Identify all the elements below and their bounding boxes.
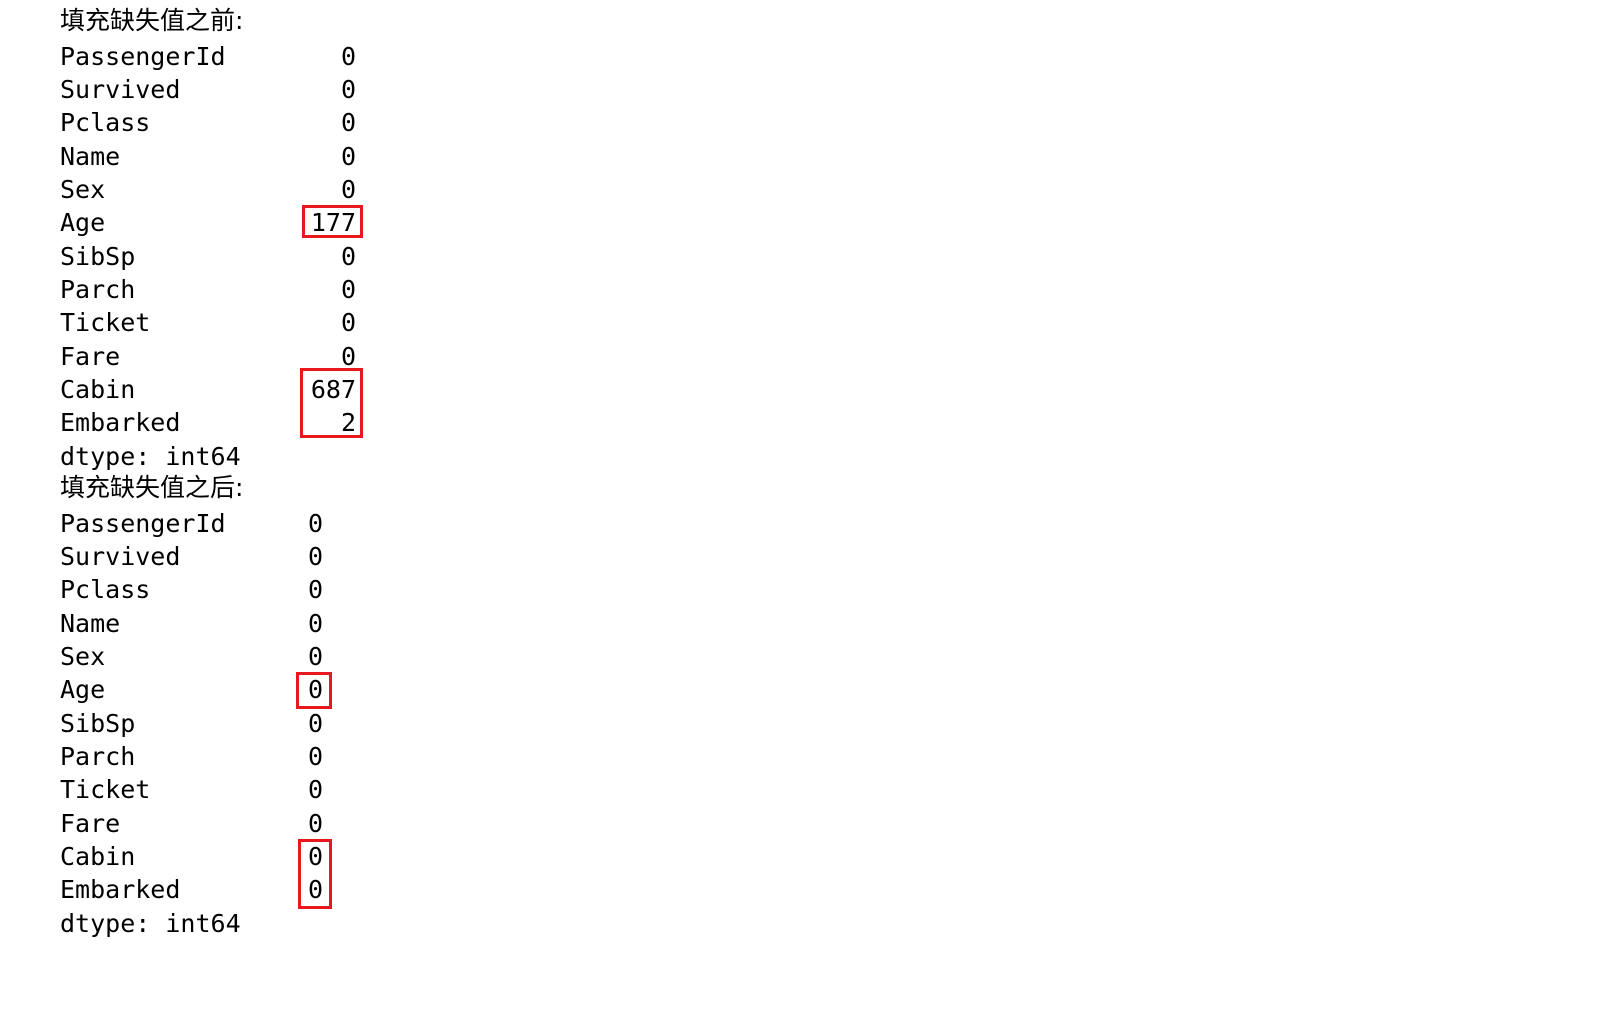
column-name: Parch — [60, 742, 136, 771]
before-row-embarked: Embarked 2 — [60, 406, 356, 440]
after-row-survived: Survived 0 — [60, 540, 323, 574]
missing-count: 0 — [307, 609, 323, 638]
after-row-cabin: Cabin 0 — [60, 840, 323, 874]
missing-count: 0 — [340, 42, 356, 71]
before-row-pclass: Pclass 0 — [60, 106, 356, 140]
column-name: Name — [60, 142, 121, 171]
missing-count: 0 — [307, 775, 323, 804]
missing-count: 0 — [307, 575, 323, 604]
column-name: SibSp — [60, 242, 136, 271]
column-name: Sex — [60, 175, 106, 204]
missing-count: 0 — [307, 742, 323, 771]
column-name: Survived — [60, 75, 181, 104]
missing-count: 0 — [307, 842, 323, 871]
column-name: Name — [60, 609, 121, 638]
after-row-passengerid: PassengerId 0 — [60, 507, 323, 541]
column-name: Ticket — [60, 775, 151, 804]
missing-count: 687 — [310, 375, 356, 404]
missing-count: 0 — [307, 809, 323, 838]
after-row-sex: Sex 0 — [60, 640, 323, 674]
column-name: Embarked — [60, 408, 181, 437]
column-name: Age — [60, 208, 106, 237]
after-row-sibsp: SibSp 0 — [60, 707, 323, 741]
column-name: Fare — [60, 809, 121, 838]
after-row-parch: Parch 0 — [60, 740, 323, 774]
column-name: Cabin — [60, 375, 136, 404]
after-row-age: Age 0 — [60, 673, 323, 707]
after-row-name: Name 0 — [60, 607, 323, 641]
missing-count: 0 — [340, 142, 356, 171]
missing-count: 0 — [307, 675, 323, 704]
missing-count: 0 — [307, 509, 323, 538]
missing-count: 177 — [310, 208, 356, 237]
missing-count: 2 — [340, 408, 356, 437]
highlight-box-age-before — [302, 205, 363, 238]
column-name: Cabin — [60, 842, 136, 871]
missing-count: 0 — [340, 108, 356, 137]
before-row-name: Name 0 — [60, 140, 356, 174]
missing-count: 0 — [307, 542, 323, 571]
column-name: PassengerId — [60, 509, 226, 538]
after-row-ticket: Ticket 0 — [60, 773, 323, 807]
before-row-fare: Fare 0 — [60, 340, 356, 374]
missing-count: 0 — [340, 308, 356, 337]
before-row-survived: Survived 0 — [60, 73, 356, 107]
before-row-passengerid: PassengerId 0 — [60, 40, 356, 74]
missing-count: 0 — [307, 709, 323, 738]
before-row-parch: Parch 0 — [60, 273, 356, 307]
before-dtype: dtype: int64 — [60, 442, 241, 471]
column-name: Embarked — [60, 875, 181, 904]
column-name: SibSp — [60, 709, 136, 738]
column-name: Sex — [60, 642, 106, 671]
missing-count: 0 — [340, 342, 356, 371]
missing-count: 0 — [307, 642, 323, 671]
after-row-fare: Fare 0 — [60, 807, 323, 841]
before-heading: 填充缺失值之前: — [60, 6, 244, 35]
highlight-box-age-after — [296, 672, 332, 709]
column-name: Parch — [60, 275, 136, 304]
after-dtype: dtype: int64 — [60, 909, 241, 938]
highlight-box-cabin-embarked-before — [300, 368, 363, 438]
console-output: 填充缺失值之前: PassengerId 0 Survived 0 Pclass… — [60, 6, 363, 938]
column-name: Pclass — [60, 575, 151, 604]
column-name: Ticket — [60, 308, 151, 337]
column-name: PassengerId — [60, 42, 226, 71]
before-row-cabin: Cabin 687 — [60, 373, 356, 407]
before-row-sibsp: SibSp 0 — [60, 240, 356, 274]
after-row-pclass: Pclass 0 — [60, 573, 323, 607]
after-heading: 填充缺失值之后: — [60, 473, 244, 502]
missing-count: 0 — [340, 242, 356, 271]
column-name: Pclass — [60, 108, 151, 137]
column-name: Fare — [60, 342, 121, 371]
missing-count: 0 — [340, 175, 356, 204]
missing-count: 0 — [307, 875, 323, 904]
column-name: Survived — [60, 542, 181, 571]
before-row-ticket: Ticket 0 — [60, 306, 356, 340]
missing-count: 0 — [340, 75, 356, 104]
missing-count: 0 — [340, 275, 356, 304]
column-name: Age — [60, 675, 106, 704]
after-row-embarked: Embarked 0 — [60, 873, 323, 907]
highlight-box-cabin-embarked-after — [298, 839, 332, 909]
before-row-sex: Sex 0 — [60, 173, 356, 207]
before-row-age: Age 177 — [60, 206, 356, 240]
